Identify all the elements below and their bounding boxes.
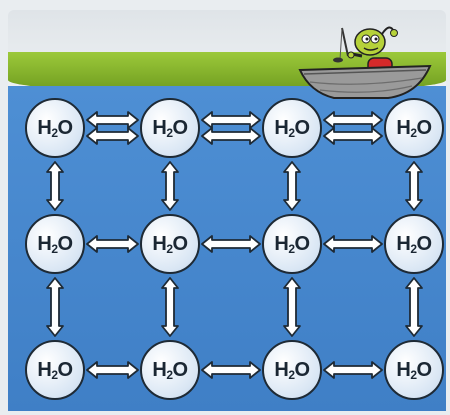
- horizontal-arrow: [201, 361, 261, 379]
- molecule-formula: H2O: [274, 232, 310, 256]
- molecule-formula: H2O: [37, 116, 73, 140]
- water-molecule: H2O: [262, 98, 322, 158]
- horizontal-arrow: [86, 235, 139, 253]
- vertical-arrow: [161, 161, 179, 211]
- horizontal-arrow-lower: [323, 127, 383, 145]
- water-molecule: H2O: [262, 214, 322, 274]
- molecule-formula: H2O: [274, 116, 310, 140]
- vertical-arrow: [405, 161, 423, 211]
- molecule-formula: H2O: [152, 116, 188, 140]
- water-molecule: H2O: [25, 214, 85, 274]
- molecule-formula: H2O: [396, 116, 432, 140]
- horizontal-arrow-upper: [86, 111, 139, 129]
- fishing-rod-icon: [333, 27, 349, 63]
- horizontal-arrow: [86, 361, 139, 379]
- horizontal-arrow: [201, 235, 261, 253]
- vertical-arrow: [161, 277, 179, 337]
- horizontal-arrow-lower: [201, 127, 261, 145]
- horizontal-arrow: [323, 235, 383, 253]
- water-molecule: H2O: [140, 340, 200, 400]
- horizontal-arrow-upper: [323, 111, 383, 129]
- water-molecule: H2O: [140, 98, 200, 158]
- molecule-formula: H2O: [37, 232, 73, 256]
- water-molecule: H2O: [384, 98, 444, 158]
- vertical-arrow: [46, 277, 64, 337]
- vertical-arrow: [283, 161, 301, 211]
- water-molecule: H2O: [140, 214, 200, 274]
- water-molecule: H2O: [384, 340, 444, 400]
- water-molecule: H2O: [25, 340, 85, 400]
- water-molecule: H2O: [262, 340, 322, 400]
- vertical-arrow: [46, 161, 64, 211]
- molecule-formula: H2O: [396, 358, 432, 382]
- molecule-formula: H2O: [152, 358, 188, 382]
- boat-icon: [298, 26, 432, 99]
- molecule-formula: H2O: [274, 358, 310, 382]
- horizontal-arrow: [323, 361, 383, 379]
- horizontal-arrow-upper: [201, 111, 261, 129]
- vertical-arrow: [405, 277, 423, 337]
- vertical-arrow: [283, 277, 301, 337]
- molecule-formula: H2O: [396, 232, 432, 256]
- molecule-formula: H2O: [152, 232, 188, 256]
- water-molecule: H2O: [384, 214, 444, 274]
- horizontal-arrow-lower: [86, 127, 139, 145]
- water-molecule: H2O: [25, 98, 85, 158]
- molecule-formula: H2O: [37, 358, 73, 382]
